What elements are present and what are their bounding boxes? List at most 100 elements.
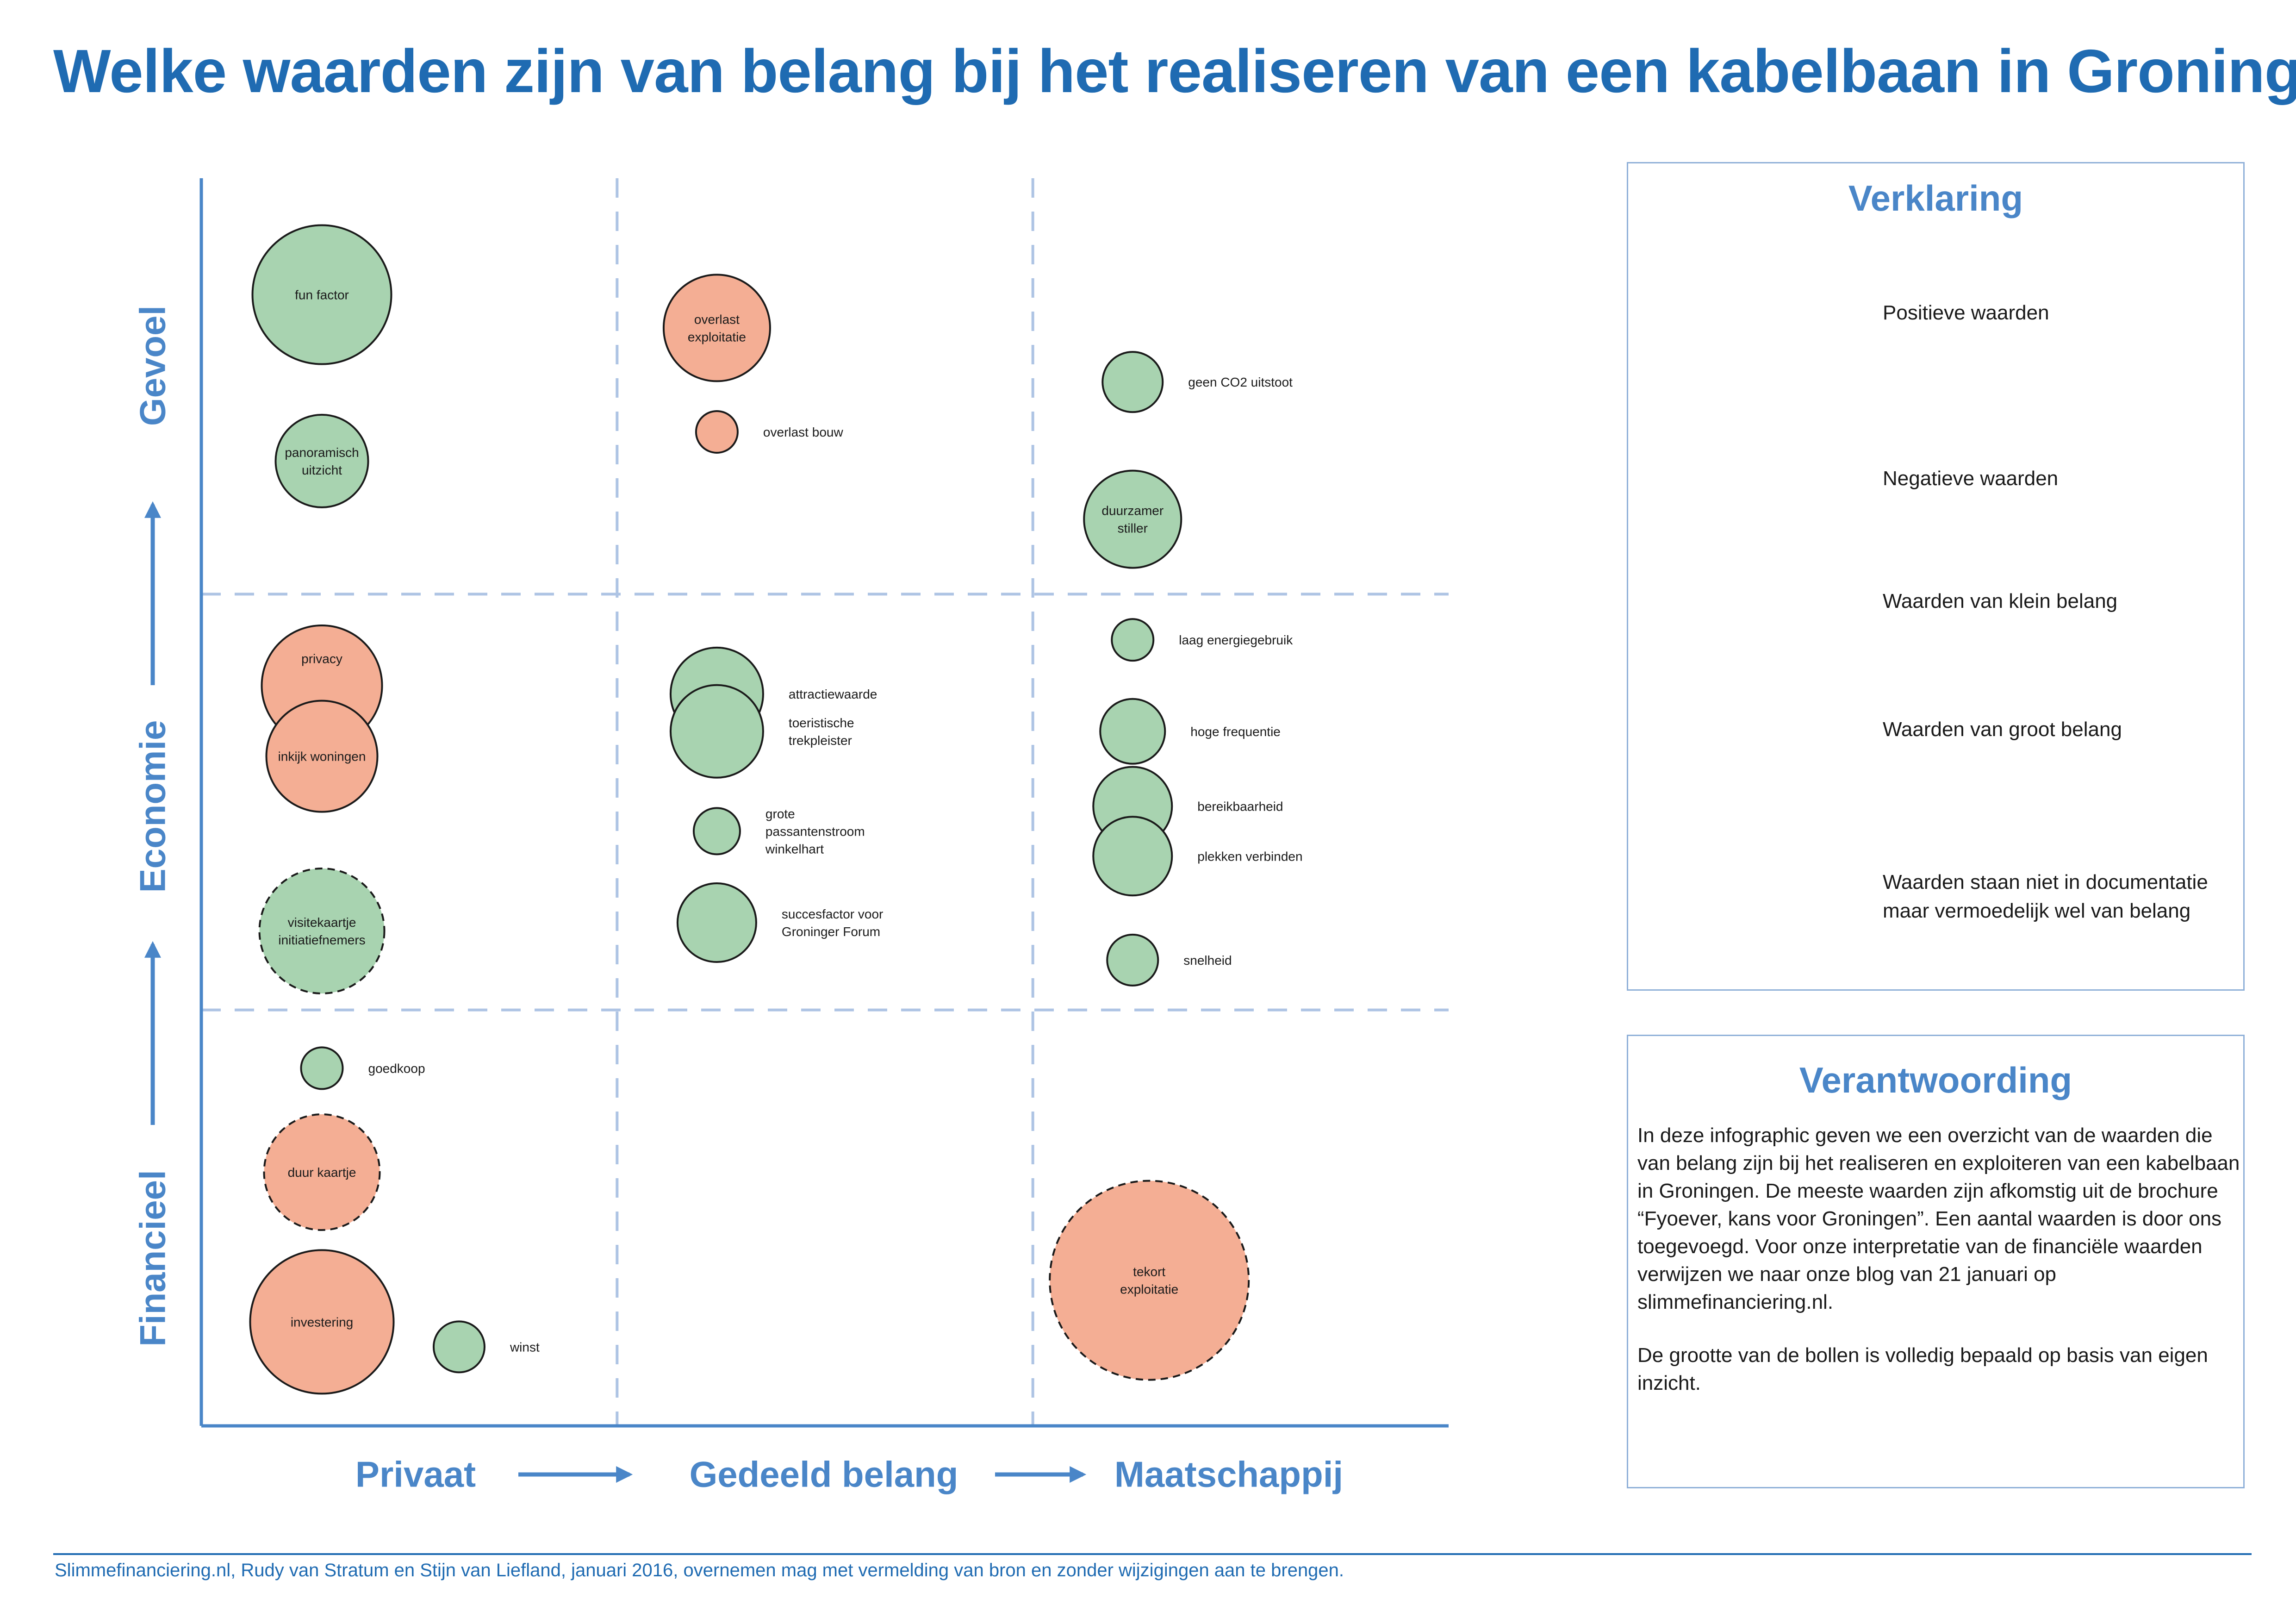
bubble-circle xyxy=(676,882,757,963)
y-label-economie: Economie xyxy=(132,720,173,893)
bubble-label: attractiewaarde xyxy=(789,687,877,701)
bubble-label-line: passantenstroom xyxy=(765,824,865,838)
legend-label-line: Waarden staan niet in documentatie xyxy=(1883,871,2208,893)
bubble-label: privacy xyxy=(301,651,342,666)
bubble-circle xyxy=(432,1320,485,1374)
note-paragraph: In deze infographic geven we een overzic… xyxy=(1637,1124,2240,1313)
legend-label-line: Waarden van groot belang xyxy=(1883,718,2122,741)
bubble-label-line: plekken verbinden xyxy=(1197,849,1302,863)
y-label-gevoel: Gevoel xyxy=(132,305,173,426)
page-title: Welke waarden zijn van belang bij het re… xyxy=(53,37,2296,105)
bubble: hoge frequentie xyxy=(1099,698,1281,765)
bubble-label: snelheid xyxy=(1183,953,1232,968)
bubble-circle xyxy=(263,1113,381,1231)
legend-label-line: Positieve waarden xyxy=(1883,301,2049,324)
bubble-circle xyxy=(695,410,739,454)
axis-arrows xyxy=(144,501,1087,1483)
bubble-label: goedkoop xyxy=(368,1061,425,1075)
bubble: goedkoop xyxy=(300,1046,425,1090)
bubble-circle xyxy=(662,274,771,382)
bubble-label-line: toeristische xyxy=(789,716,854,730)
bubble: geen CO2 uitstoot xyxy=(1101,351,1293,413)
bubble: duurzamer stiller xyxy=(1083,469,1182,569)
bubble-label: visitekaartje initiatiefnemers xyxy=(278,915,365,947)
bubble: panoramisch uitzicht xyxy=(274,413,369,508)
bubble-label-line: succesfactor voor xyxy=(782,907,883,921)
bubble-label: duur kaartje xyxy=(288,1165,356,1180)
bubble-label: winst xyxy=(510,1340,540,1354)
bubble: laag energiegebruik xyxy=(1111,618,1293,662)
legend-label-large: Waarden van groot belang xyxy=(1883,715,2122,744)
bubble: grote passantenstroom winkelhart xyxy=(692,806,865,856)
x-label-gedeeld-belang: Gedeeld belang xyxy=(689,1454,958,1495)
bubble-label: bereikbaarheid xyxy=(1197,799,1283,813)
legend-label-undocumented: Waarden staan niet in documentatie maar … xyxy=(1883,868,2208,925)
bubble-label-line: exploitatie xyxy=(1120,1282,1178,1297)
bubble-label-line: fun factor xyxy=(295,288,349,302)
bubble-circle xyxy=(1083,469,1182,569)
bubble-circle xyxy=(1092,816,1173,897)
bubble: investering xyxy=(249,1249,395,1395)
bubble: plekken verbinden xyxy=(1092,816,1303,897)
bubble-label-line: overlast bouw xyxy=(763,425,844,439)
bubble-label: grote passantenstroom winkelhart xyxy=(765,806,865,856)
bubble-circle xyxy=(669,684,764,779)
footer-credit: Slimmefinanciering.nl, Rudy van Stratum … xyxy=(55,1560,1344,1580)
bubble-label-line: initiatiefnemers xyxy=(278,933,365,947)
footer-rule xyxy=(53,1553,2252,1555)
legend-label-small: Waarden van klein belang xyxy=(1883,587,2117,616)
legend-label-line: maar vermoedelijk wel van belang xyxy=(1883,899,2191,922)
bubble-label: geen CO2 uitstoot xyxy=(1188,375,1293,389)
bubble-label-line: duurzamer xyxy=(1101,504,1164,518)
bubble-label-line: snelheid xyxy=(1183,953,1232,968)
bubble-circle xyxy=(1111,618,1155,662)
bubble-circle xyxy=(1101,351,1164,413)
bubble-label: hoge frequentie xyxy=(1190,725,1281,739)
bubble-label-line: privacy xyxy=(301,651,342,666)
bubble-label-line: laag energiegebruik xyxy=(1179,633,1293,647)
bubble: visitekaartje initiatiefnemers xyxy=(258,867,386,994)
legend-panel: Verklaring Positieve waarden Negatieve w… xyxy=(1627,162,2245,991)
bubble-label-line: panoramisch xyxy=(285,445,359,460)
bubble-label: fun factor xyxy=(295,288,349,302)
bubble-label-line: grote xyxy=(765,806,795,821)
bubble-label-line: overlast xyxy=(694,312,740,326)
legend-label-negative: Negatieve waarden xyxy=(1883,464,2058,493)
bubble-label-line: stiller xyxy=(1118,521,1148,536)
bubble-label: laag energiegebruik xyxy=(1179,633,1293,647)
legend-title: Verklaring xyxy=(1848,178,2023,219)
bubble-label-line: visitekaartje xyxy=(288,915,356,930)
bubble-circle xyxy=(258,867,386,994)
bubble-circle xyxy=(1049,1180,1250,1381)
legend-label-line: Waarden van klein belang xyxy=(1883,590,2118,612)
legend-label-positive: Positieve waarden xyxy=(1883,299,2049,327)
bubble-circle xyxy=(300,1046,344,1090)
y-label-financieel: Financieel xyxy=(132,1170,173,1347)
bubble-label-line: attractiewaarde xyxy=(789,687,877,701)
bubble: snelheid xyxy=(1106,933,1232,987)
note-title: Verantwoording xyxy=(1799,1060,2072,1100)
bubble-label: plekken verbinden xyxy=(1197,849,1302,863)
bubble-label-line: Groninger Forum xyxy=(782,924,880,939)
bubble-label-line: inkijk woningen xyxy=(278,750,366,764)
bubble-circle xyxy=(249,1249,395,1395)
bubble-circle xyxy=(1099,698,1166,765)
bubble-label: panoramisch uitzicht xyxy=(285,445,359,477)
bubble-label: duurzamer stiller xyxy=(1101,504,1164,536)
bubble-circle xyxy=(251,224,392,365)
bubble-label-line: uitzicht xyxy=(302,463,342,477)
legend-label-line: Negatieve waarden xyxy=(1883,467,2059,490)
bubble-label-line: investering xyxy=(291,1315,353,1329)
bubble-label-line: winkelhart xyxy=(765,842,824,856)
x-label-maatschappij: Maatschappij xyxy=(1114,1454,1344,1495)
bubble-label-line: hoge frequentie xyxy=(1190,725,1281,739)
bubble: inkijk woningen xyxy=(265,700,379,813)
bubble-label-line: winst xyxy=(510,1340,540,1354)
bubble-circle xyxy=(692,807,741,856)
bubble-label-line: trekpleister xyxy=(789,733,852,748)
